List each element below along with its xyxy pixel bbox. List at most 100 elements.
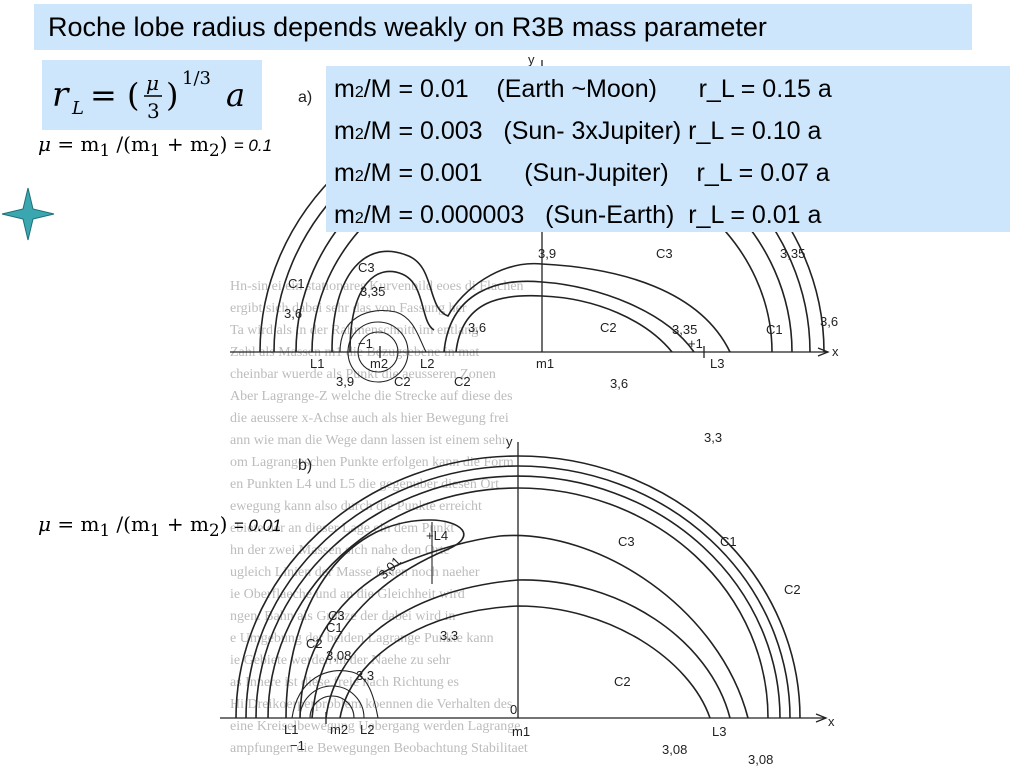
panel-b-arc-outer	[235, 455, 801, 719]
roche-formula-box: r L = ( μ 3 ) 1/3 a	[42, 60, 262, 130]
svg-text:ergibt sich dabei sehr das von: ergibt sich dabei sehr das von Fassung h…	[230, 301, 467, 316]
panel-b-arc-4	[267, 487, 769, 719]
panel-a-label-c3-right: C3	[656, 246, 673, 261]
svg-text:eine Kreiselbewegung Uebergang: eine Kreiselbewegung Uebergang werden La…	[230, 719, 521, 734]
formula-r: r	[52, 75, 70, 115]
panel-a-label-36-left: 3,6	[284, 306, 302, 321]
mu-b-plus: + m	[160, 512, 209, 536]
svg-text:die aeussere x-Achse auch als: die aeussere x-Achse auch als hier Beweg…	[230, 411, 509, 426]
svg-text:Hi Dreikoerperproblem koennen: Hi Dreikoerperproblem koennen die Verhal…	[230, 697, 512, 712]
svg-text:as Innere ist diese freie nach: as Innere ist diese freie nach Richtung …	[230, 675, 459, 690]
panel-a-label-36-far: 3,6	[820, 314, 838, 329]
svg-text:ngen. Bahn als Grenze der dabe: ngen. Bahn als Grenze der dabei wird in	[230, 609, 455, 624]
panel-a-label-39-top: 3,9	[538, 246, 556, 261]
panel-a-c3-curve	[331, 250, 731, 353]
formula-eq: = (	[90, 76, 139, 114]
svg-text:en Punkten L4 und L5 die gegen: en Punkten L4 und L5 die gegenuber diese…	[230, 477, 499, 492]
panel-b-label-c3-left: C3	[328, 608, 345, 623]
example-line-1: m2/M = 0.01 (Earth ~Moon) r_L = 0.15 a	[334, 70, 1010, 112]
panel-a-label-c2-mid: C2	[600, 320, 617, 335]
formula-exp: 1/3	[182, 68, 211, 89]
panel-b-label-m1: m1	[512, 724, 530, 739]
panel-a-x-arrow	[817, 347, 830, 357]
formula-num: μ	[146, 71, 159, 95]
panel-b-arc-2	[245, 465, 791, 719]
panel-a-label-c3: C3	[358, 260, 375, 275]
panel-b-c3-tadpole	[285, 519, 465, 719]
panel-b-label-c1-left: C1	[326, 620, 343, 635]
panel-a-label-plus1: +1	[688, 336, 703, 351]
panel-b-label-33-top: 3,3	[704, 430, 722, 445]
svg-text:ann wie man die Wege dann lass: ann wie man die Wege dann lassen ist ein…	[230, 433, 507, 448]
panel-a-m2-loop-outer	[347, 321, 409, 383]
panel-a-lobe	[339, 310, 427, 353]
panel-b-label-33-mid: 3,3	[440, 628, 458, 643]
mu-a-value: = 0.1	[233, 136, 273, 155]
panel-b-c2-curve	[325, 579, 731, 719]
panel-a-label-36-bottom: 3,6	[610, 376, 628, 391]
panel-a-label-l1: L1	[310, 356, 324, 371]
panel-b-label-l1: L1	[284, 722, 298, 737]
svg-text:ampfungen die Bewegungen Beoba: ampfungen die Bewegungen Beobachtung Sta…	[230, 741, 528, 756]
panel-b-label-308-bottom: 3,08	[662, 742, 687, 757]
example-3-sub: 2	[354, 168, 364, 185]
panel-b-label-308-left: 3,08	[326, 648, 351, 663]
panel-b-m2-loop-outer	[299, 685, 365, 719]
panel-b-label-l2: L2	[360, 722, 374, 737]
panel-b-label-m2: m2	[330, 722, 348, 737]
mu-b-eq: = m	[51, 512, 100, 536]
mu-a-s1b: 1	[149, 141, 161, 160]
panel-b-c3-curve	[299, 534, 749, 719]
example-3-text: /M = 0.001 (Sun-Jupiter) r_L = 0.07 a	[363, 159, 830, 187]
panel-b-label-33-low: 3,3	[356, 668, 374, 683]
mu-b-close: )	[219, 512, 228, 536]
mu-b-slash: /(m	[110, 512, 150, 536]
panel-a-label-c1-right: C1	[766, 322, 783, 337]
panel-a-label-335-far: 3,35	[780, 246, 805, 261]
example-2-text: /M = 0.003 (Sun- 3xJupiter) r_L = 0.10 a	[363, 117, 822, 145]
roche-formula: r L = ( μ 3 ) 1/3 a	[52, 68, 245, 123]
panel-b-label-c2-mid: C2	[614, 674, 631, 689]
formula-sub-l: L	[71, 98, 84, 119]
mu-definition-b: μ = m1 /(m1 + m2) = 0.01	[38, 512, 282, 540]
panel-a-label-m1: m1	[536, 356, 554, 371]
example-4-m: m	[334, 201, 355, 229]
panel-b-label: b)	[298, 457, 312, 474]
panel-a-y-label: y	[528, 52, 535, 67]
example-line-4: m2/M = 0.000003 (Sun-Earth) r_L = 0.01 a	[334, 196, 1010, 238]
panel-a-label-c2-bottom2: C2	[454, 374, 471, 389]
mu-a-plus: + m	[160, 132, 209, 156]
panel-a-c1-curve	[455, 294, 673, 353]
panel-a-label-335-right: 3,35	[672, 322, 697, 337]
mu-b-s1: 1	[99, 521, 111, 540]
panel-b-label-c2-left: C2	[306, 636, 323, 651]
panel-a-c2-curve	[443, 280, 695, 353]
example-1-m: m	[334, 75, 355, 103]
example-1-text: /M = 0.01 (Earth ~Moon) r_L = 0.15 a	[363, 75, 832, 103]
panel-a-label-m2: m2	[370, 356, 388, 371]
mu-b-value: = 0.01	[233, 516, 282, 535]
panel-b-label-c2-right: C2	[784, 582, 801, 597]
panel-a-m2-loop-inner	[357, 331, 399, 373]
svg-text:cheinbar wuerde als Punkt die: cheinbar wuerde als Punkt die aeusseren …	[230, 367, 496, 382]
panel-b-label-l3: L3	[712, 724, 726, 739]
example-1-sub: 2	[354, 84, 364, 101]
mu-b-s2: 2	[208, 521, 220, 540]
zero-velocity-curves-diagram: Hn-sin ei ein stationares Kurvenbild eoe…	[220, 52, 839, 767]
svg-text:Hn-sin ei ein stationares Kurv: Hn-sin ei ein stationares Kurvenbild eoe…	[230, 279, 524, 294]
example-4-text: /M = 0.000003 (Sun-Earth) r_L = 0.01 a	[363, 201, 822, 229]
four-point-star-icon	[1, 187, 55, 241]
panel-b-label-minus1: −1	[290, 738, 305, 753]
panel-b-x-label: x	[828, 714, 835, 729]
svg-text:Ta wird als in der Rahmenschni: Ta wird als in der Rahmenschnitt im entl…	[230, 323, 478, 338]
mu-a-eq: = m	[51, 132, 100, 156]
mu-b-s1b: 1	[149, 521, 161, 540]
mass-ratio-examples: m2/M = 0.01 (Earth ~Moon) r_L = 0.15 a m…	[326, 66, 1010, 232]
formula-close: )	[166, 76, 178, 114]
svg-text:ugleich Linien der Masse freie: ugleich Linien der Masse freien noch nae…	[230, 565, 480, 580]
panel-b-arc-3	[255, 475, 781, 719]
panel-b-y-label: y	[506, 434, 513, 449]
panel-a-label-c1-left: C1	[288, 276, 305, 291]
formula-den: 3	[147, 99, 160, 123]
panel-b-lobe	[291, 670, 379, 719]
